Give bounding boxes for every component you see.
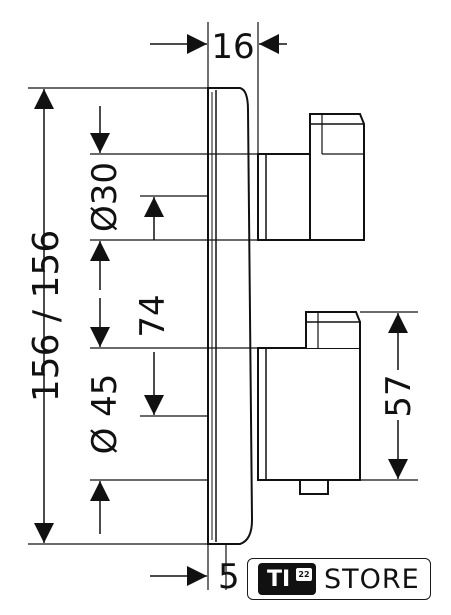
dim-156-label: 156 / 156 [26,230,67,402]
dim-16-label: 16 [211,27,254,67]
store-label: STORE [324,563,420,595]
dim-74-label: 74 [133,294,173,337]
upper-knob [257,113,365,241]
ti-logo-number: 22 [296,568,312,581]
dim-5-label: 5 [218,557,240,597]
faceplate [207,87,254,545]
ti-logo: TI 22 [258,563,316,595]
extension-lines [28,22,418,590]
store-badge: TI 22 STORE [247,558,431,600]
dim-30-label: Ø30 [85,162,125,232]
dim-57-label-mask [386,370,412,420]
dim-57-label: 57 [379,374,419,417]
dim-45-label: Ø 45 [85,374,125,455]
dimension-lines [34,34,408,586]
lower-knob [257,311,361,495]
ti-logo-text: TI [267,566,291,592]
